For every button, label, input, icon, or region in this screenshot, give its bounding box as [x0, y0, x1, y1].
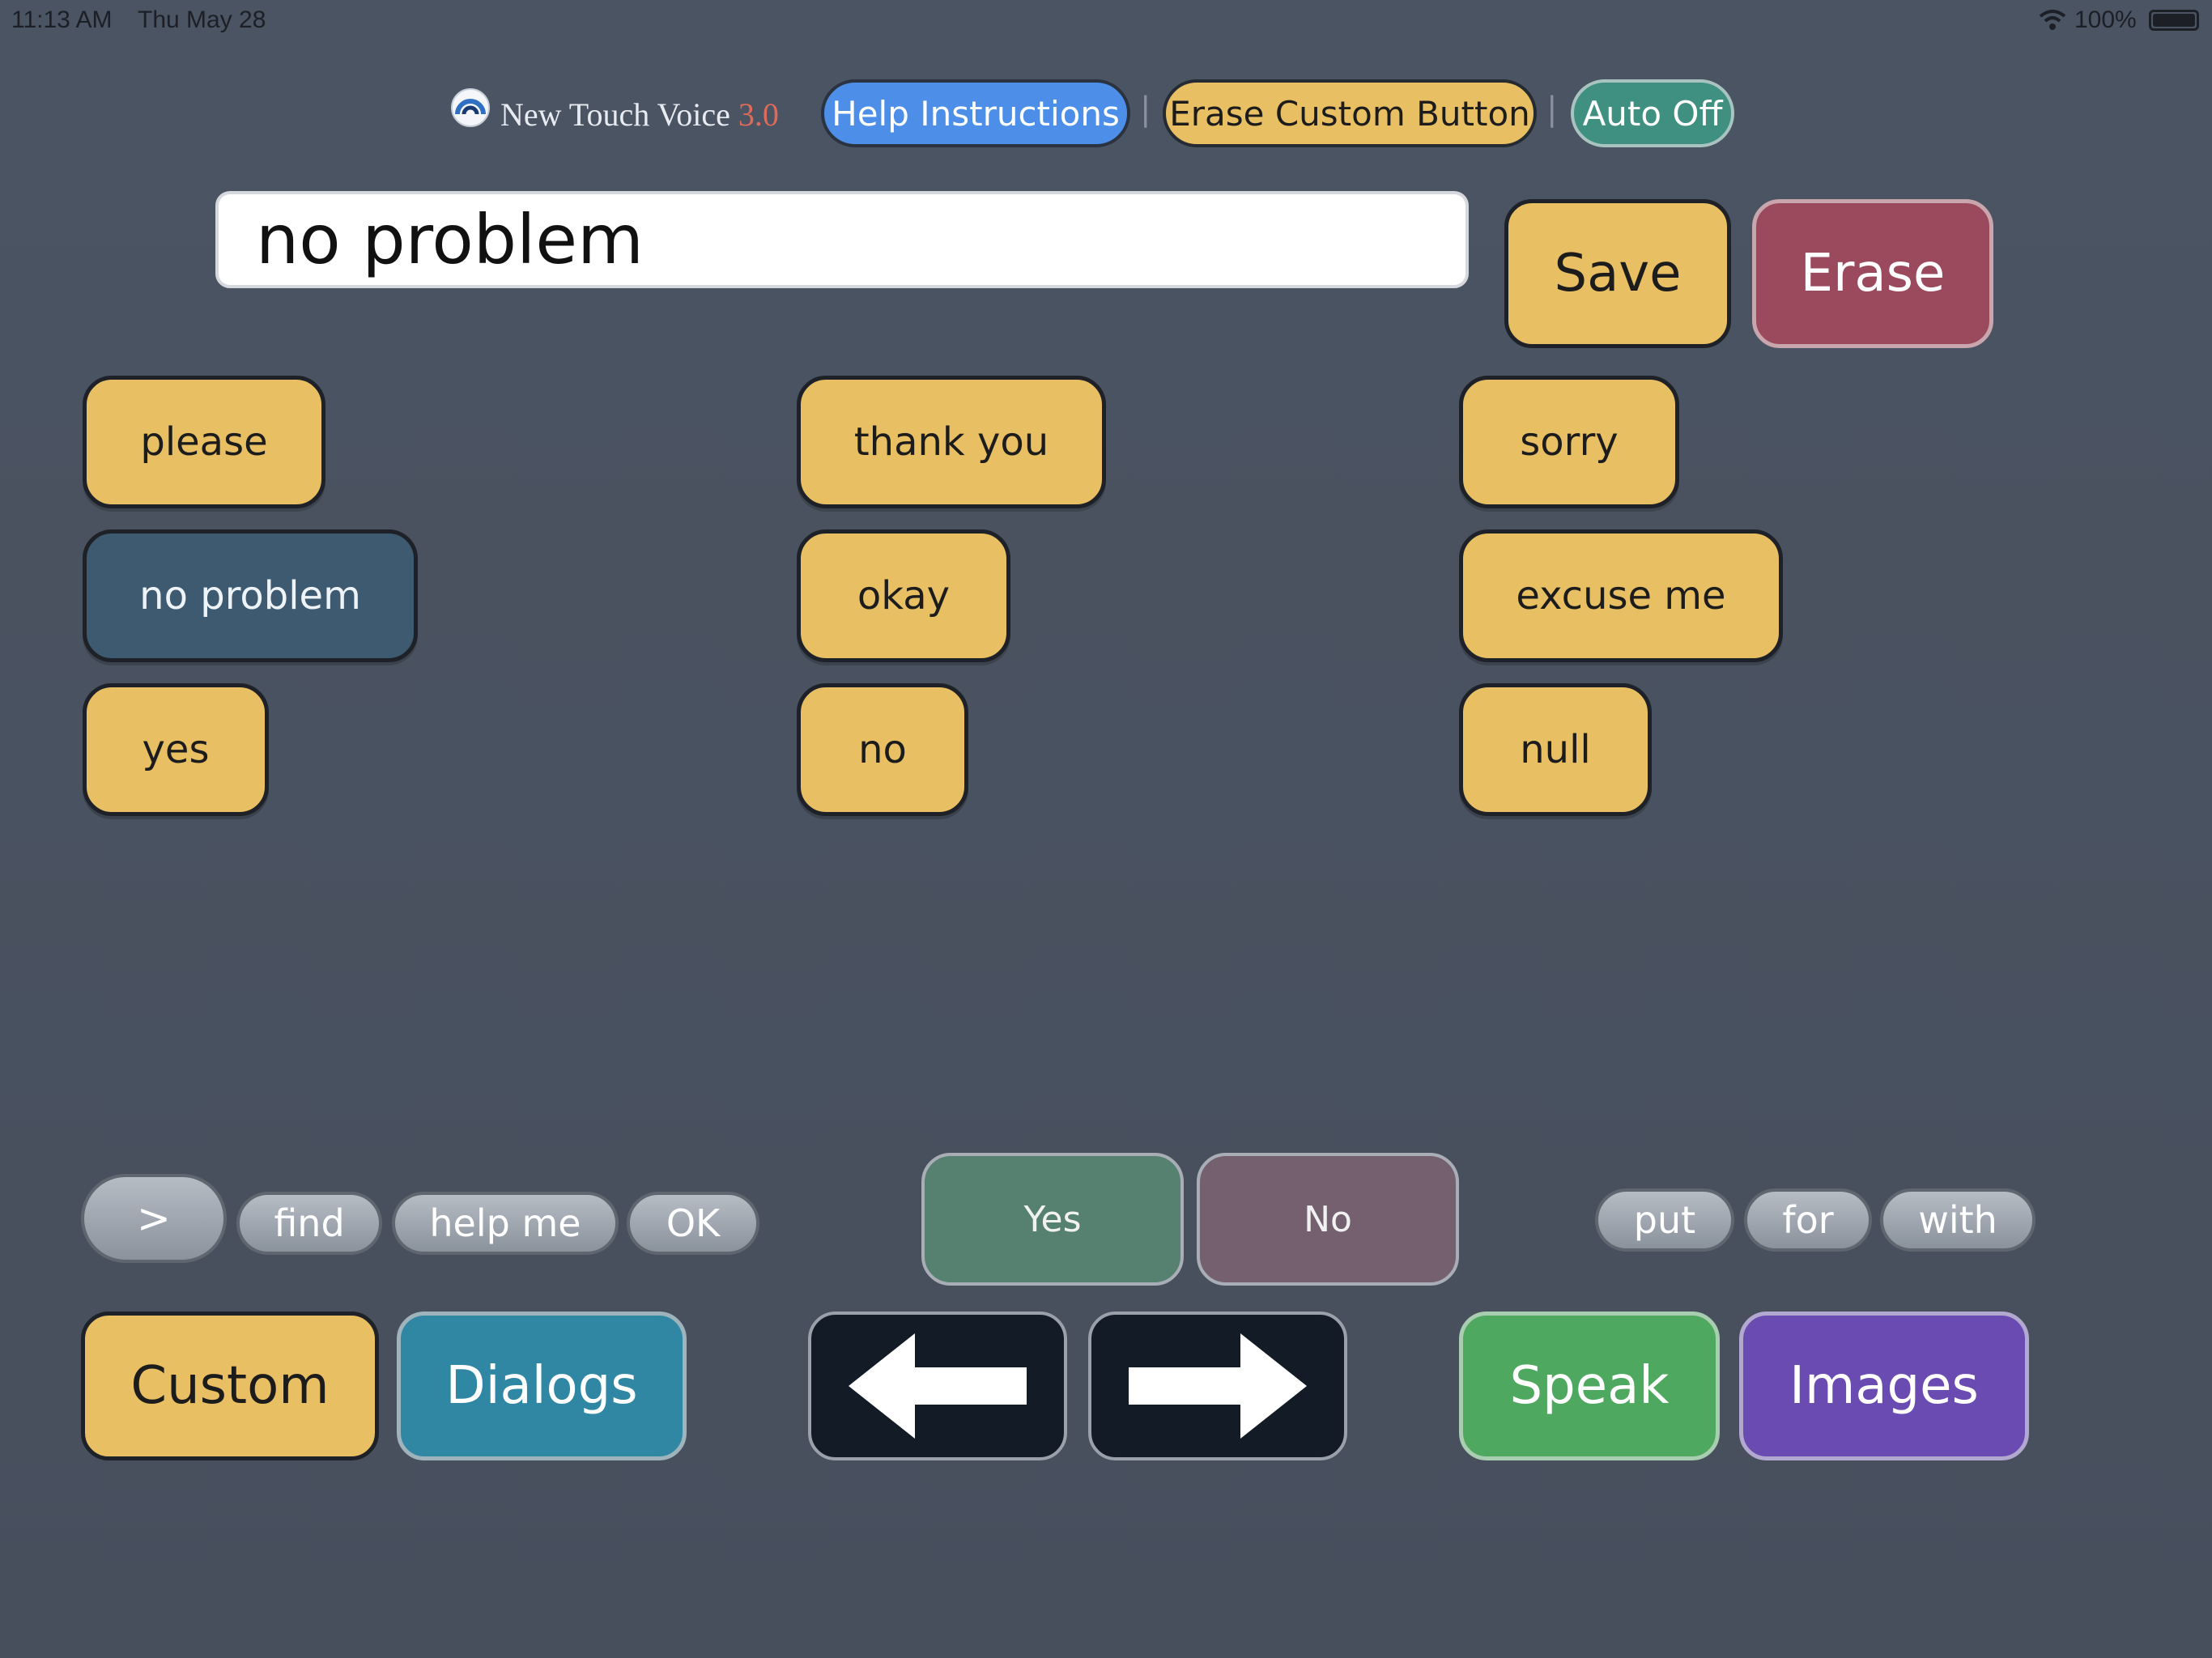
custom-button[interactable]: Custom	[81, 1312, 379, 1460]
forward-arrow-button[interactable]	[1088, 1312, 1347, 1460]
quick-word-with[interactable]: with	[1880, 1188, 2035, 1252]
phrase-button-no-problem[interactable]: no problem	[83, 529, 418, 662]
speak-button[interactable]: Speak	[1459, 1312, 1720, 1460]
auto-toggle-button[interactable]: Auto Off	[1571, 79, 1734, 147]
quick-word-ok[interactable]: OK	[627, 1192, 759, 1255]
status-time: 11:13 AM	[11, 6, 113, 33]
app-name: New Touch Voice	[500, 96, 730, 133]
arrow-left-icon	[849, 1333, 1027, 1439]
erase-button[interactable]: Erase	[1752, 199, 1993, 348]
arrow-right-icon	[1129, 1333, 1307, 1439]
header-separator: |	[1546, 91, 1558, 128]
header-separator: |	[1140, 91, 1151, 128]
phrase-button-no[interactable]: no	[797, 683, 968, 816]
battery-icon	[2149, 10, 2199, 31]
app-version: 3.0	[738, 96, 779, 133]
help-instructions-button[interactable]: Help Instructions	[821, 79, 1130, 147]
phrase-button-thank-you[interactable]: thank you	[797, 376, 1106, 508]
phrase-button-sorry[interactable]: sorry	[1459, 376, 1679, 508]
erase-custom-button[interactable]: Erase Custom Button	[1163, 79, 1537, 147]
phrase-button-null[interactable]: null	[1459, 683, 1652, 816]
phrase-button-please[interactable]: please	[83, 376, 325, 508]
quick-word-put[interactable]: put	[1595, 1188, 1734, 1252]
yes-button[interactable]: Yes	[921, 1153, 1184, 1286]
app-title: New Touch Voice 3.0	[500, 96, 779, 134]
status-date: Thu May 28	[138, 6, 266, 33]
app-logo-icon	[450, 87, 491, 128]
no-button[interactable]: No	[1197, 1153, 1459, 1286]
quick-word-for[interactable]: for	[1744, 1188, 1872, 1252]
phrase-button-excuse-me[interactable]: excuse me	[1459, 529, 1783, 662]
quick-word-help-me[interactable]: help me	[392, 1192, 619, 1255]
save-button[interactable]: Save	[1504, 199, 1731, 348]
dialogs-button[interactable]: Dialogs	[397, 1312, 687, 1460]
phrase-button-yes[interactable]: yes	[83, 683, 269, 816]
message-input[interactable]: no problem	[215, 191, 1469, 288]
battery-percentage: 100%	[2074, 6, 2137, 33]
more-button[interactable]: >	[81, 1174, 227, 1263]
images-button[interactable]: Images	[1739, 1312, 2029, 1460]
quick-word-find[interactable]: find	[236, 1192, 382, 1255]
phrase-button-okay[interactable]: okay	[797, 529, 1010, 662]
wifi-icon	[2039, 8, 2066, 31]
back-arrow-button[interactable]	[808, 1312, 1067, 1460]
